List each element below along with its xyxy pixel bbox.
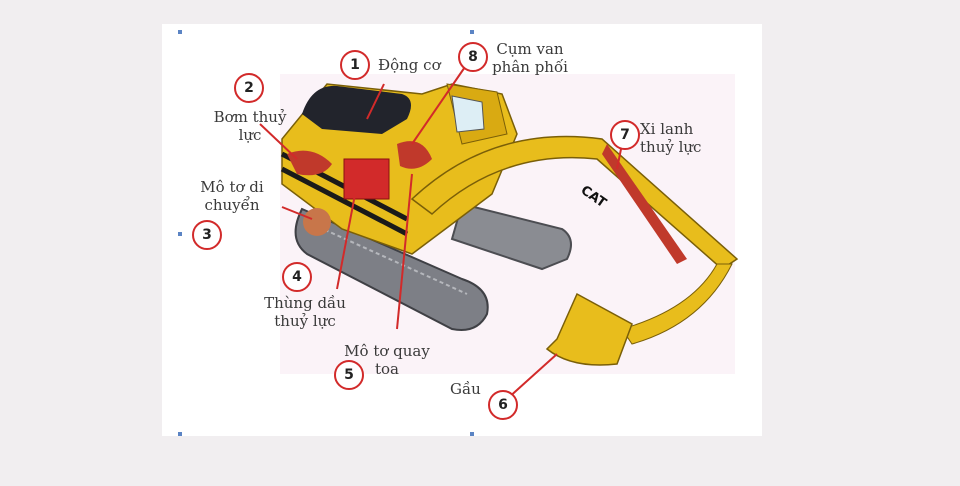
selection-handle[interactable]	[178, 30, 182, 34]
travel-motor	[303, 208, 331, 236]
callout-number-6: 6	[488, 390, 518, 420]
selection-handle[interactable]	[470, 432, 474, 436]
bucket	[545, 292, 633, 366]
label-mo-to-quay-toa: Mô tơ quay toa	[344, 342, 430, 378]
label-gau: Gầu	[450, 380, 481, 398]
selection-handle[interactable]	[178, 232, 182, 236]
boom-arm: CAT	[410, 135, 739, 345]
callout-number-3: 3	[192, 220, 222, 250]
leader-lines	[259, 63, 625, 400]
track-rear	[450, 202, 572, 271]
track-front	[294, 207, 489, 331]
hydraulic-pump	[287, 150, 332, 176]
callout-number-4: 4	[282, 262, 312, 292]
selection-handle[interactable]	[470, 30, 474, 34]
hydraulic-tank	[343, 158, 390, 200]
diagram-panel: CAT 1 Động cơ 2 Bơm thuỷ lực Mô tơ di ch…	[162, 24, 762, 436]
callout-number-2: 2	[234, 73, 264, 103]
callout-number-5: 5	[334, 360, 364, 390]
label-mo-to-di-chuyen: Mô tơ di chuyển	[200, 178, 264, 214]
callout-number-1: 1	[340, 50, 370, 80]
callout-number-7: 7	[610, 120, 640, 150]
label-thung-dau-thuy-luc: Thùng dầu thuỷ lực	[264, 294, 346, 330]
excavator-illustration: CAT	[259, 63, 739, 400]
selection-handle[interactable]	[178, 432, 182, 436]
engine-cover	[302, 85, 411, 134]
label-dong-co: Động cơ	[378, 56, 441, 74]
label-bom-thuy-luc: Bơm thuỷ lực	[213, 108, 287, 144]
label-xi-lanh-thuy-luc: Xi lanh thuỷ lực	[640, 120, 702, 156]
control-valve	[397, 141, 432, 169]
callout-number-8: 8	[458, 42, 488, 72]
label-cum-van-phan-phoi: Cụm van phân phối	[492, 40, 568, 76]
